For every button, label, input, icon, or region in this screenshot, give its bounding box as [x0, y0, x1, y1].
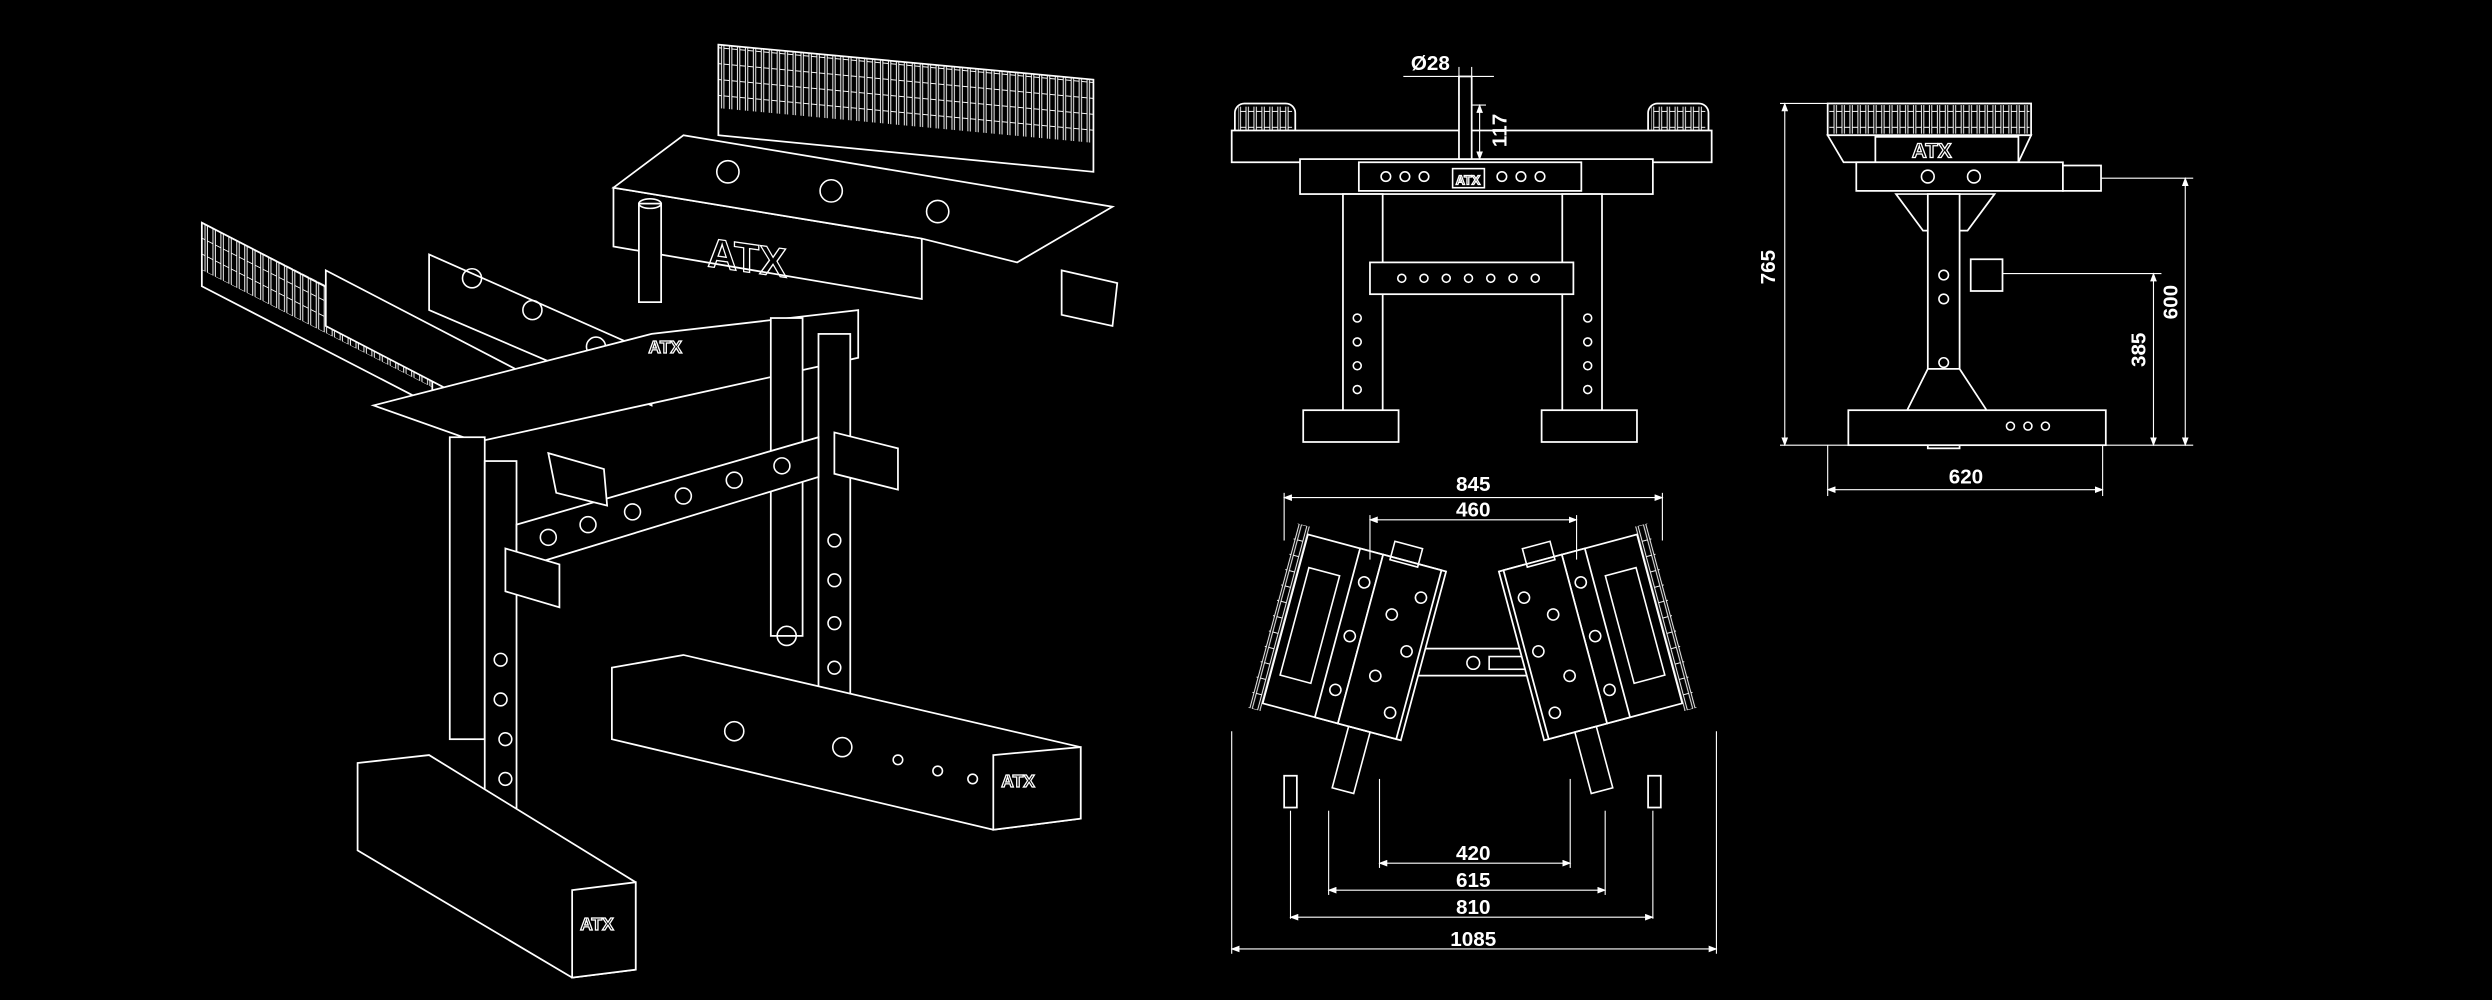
atx-logo-front: ATX [1456, 173, 1481, 188]
dim-pin-diameter: Ø28 [1411, 52, 1450, 75]
dim-upper-height: 600 [2159, 285, 2182, 319]
dim-feet-mid: 615 [1456, 869, 1490, 892]
dim-feet-outer: 810 [1456, 896, 1490, 919]
dim-lower-height: 385 [2128, 333, 2151, 367]
side-view: ATX 765 600 385 620 [1757, 102, 2194, 497]
front-view: ATX Ø28 117 [1230, 52, 1713, 443]
dim-depth: 620 [1949, 465, 1983, 488]
dim-overall-width: 1085 [1450, 928, 1496, 951]
atx-logo-small: ATX [648, 337, 682, 357]
dim-pin-height: 117 [1489, 114, 1512, 147]
dim-inner-pad-width: 460 [1456, 499, 1490, 522]
atx-logo-foot-left: ATX [580, 914, 614, 934]
atx-logo-foot-right: ATX [1001, 771, 1035, 791]
atx-logo-side: ATX [1912, 140, 1952, 163]
dim-outer-pad-width: 845 [1456, 473, 1490, 496]
isometric-view: ATX ATX ATX ATX [200, 43, 1119, 979]
dim-inner-feet: 420 [1456, 842, 1490, 865]
dim-total-height: 765 [1757, 250, 1780, 284]
top-view: 845 460 420 615 810 1085 [1230, 473, 1718, 954]
atx-logo: ATX [707, 229, 787, 287]
